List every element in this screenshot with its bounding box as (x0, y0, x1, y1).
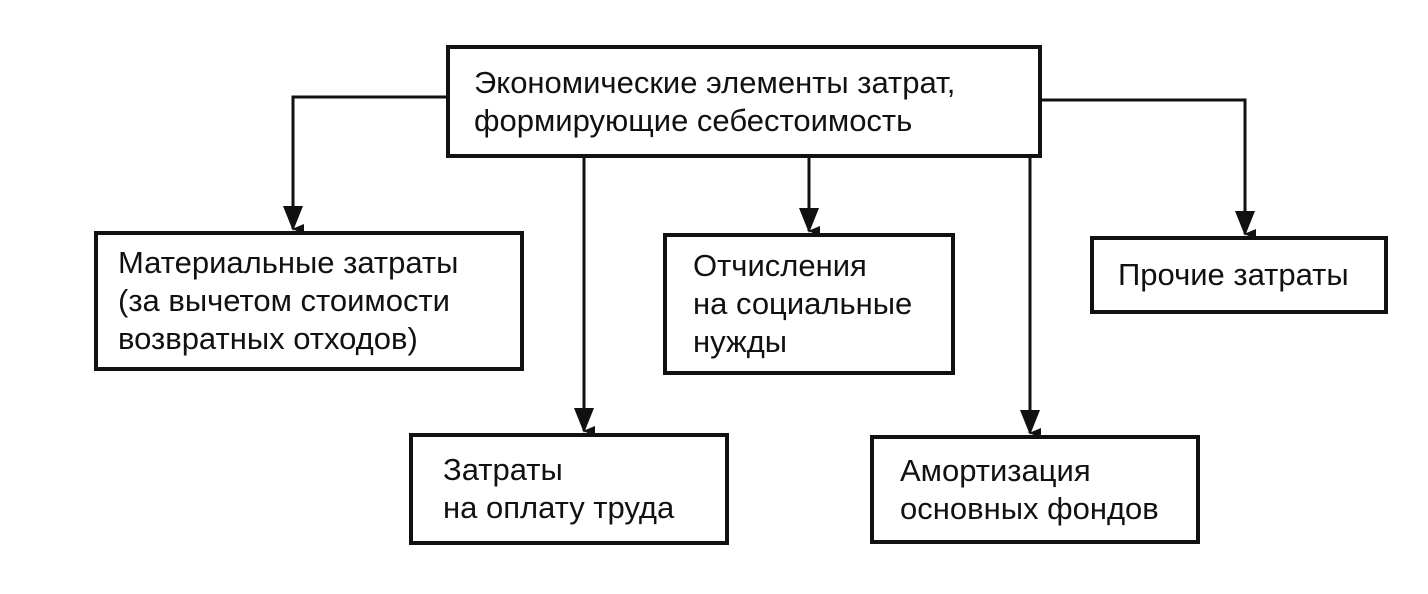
arrowhead-material (283, 206, 303, 231)
social-contributions-box: Отчисления на социальные нужды (663, 233, 955, 375)
root-label: Экономические элементы затрат, формирующ… (474, 64, 956, 138)
amortization-label: Амортизация основных фондов (900, 452, 1159, 526)
social-contributions-label: Отчисления на социальные нужды (693, 248, 913, 359)
arrowhead-labor (574, 408, 594, 433)
connector-material (291, 95, 446, 234)
labor-costs-box: Затраты на оплату труда (409, 433, 729, 545)
material-costs-box: Материальные затраты (за вычетом стоимос… (94, 231, 524, 371)
root-cost-elements-box: Экономические элементы затрат, формирующ… (446, 45, 1042, 158)
arrowhead-amortization (1020, 410, 1040, 435)
material-costs-label: Материальные затраты (за вычетом стоимос… (118, 245, 459, 356)
arrowhead-social (799, 208, 819, 233)
amortization-box: Амортизация основных фондов (870, 435, 1200, 544)
other-costs-box: Прочие затраты (1090, 236, 1388, 314)
arrowhead-other (1235, 211, 1255, 236)
other-costs-label: Прочие затраты (1118, 257, 1349, 292)
labor-costs-label: Затраты на оплату труда (443, 452, 675, 525)
connector-other (1042, 98, 1256, 239)
